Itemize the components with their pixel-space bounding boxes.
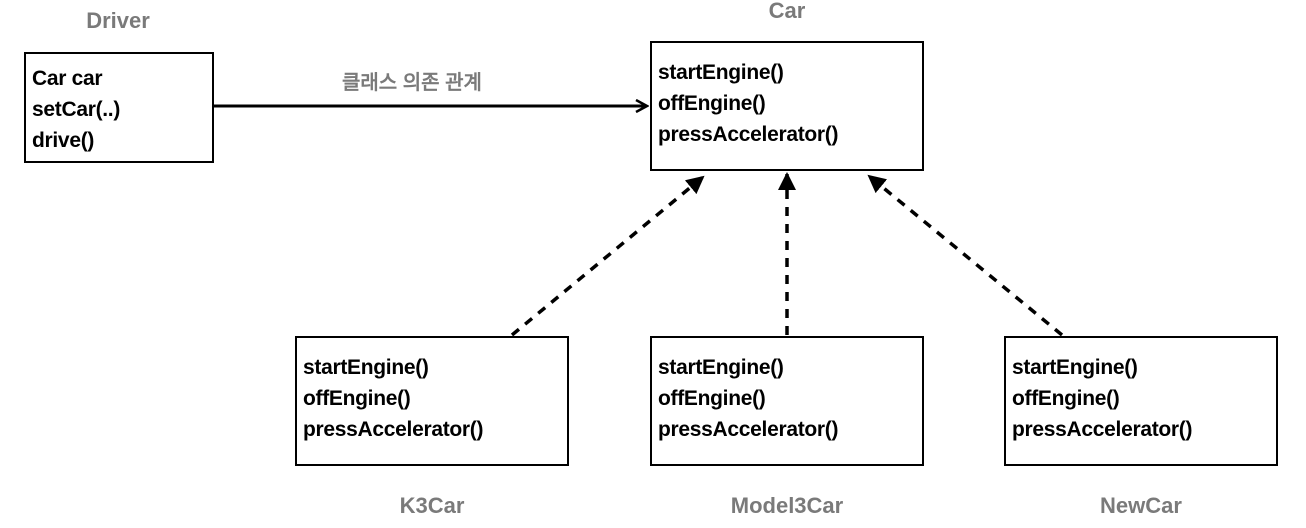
method-line: offEngine() bbox=[1012, 387, 1120, 410]
method-line: pressAccelerator() bbox=[1012, 418, 1193, 441]
car-interface-box: startEngine() offEngine() pressAccelerat… bbox=[650, 41, 924, 171]
method-line: pressAccelerator() bbox=[658, 418, 839, 441]
newcar-box: startEngine() offEngine() pressAccelerat… bbox=[1004, 336, 1278, 466]
method-line: offEngine() bbox=[658, 92, 766, 115]
driver-title: Driver bbox=[86, 8, 150, 33]
driver-line: setCar(..) bbox=[32, 98, 121, 121]
method-line: pressAccelerator() bbox=[658, 123, 839, 146]
method-line: offEngine() bbox=[303, 387, 411, 410]
model3car-title: Model3Car bbox=[730, 493, 844, 518]
method-line: startEngine() bbox=[303, 356, 429, 379]
method-line: startEngine() bbox=[1012, 356, 1138, 379]
realization-arrow-k3car bbox=[510, 175, 705, 337]
k3car-box: startEngine() offEngine() pressAccelerat… bbox=[295, 336, 569, 466]
method-line: startEngine() bbox=[658, 356, 784, 379]
newcar-title: NewCar bbox=[1100, 493, 1182, 518]
car-interface-title: Car bbox=[768, 0, 806, 23]
realization-arrow-newcar bbox=[867, 174, 1064, 337]
method-line: startEngine() bbox=[658, 61, 784, 84]
k3car-title: K3Car bbox=[399, 493, 465, 518]
driver-line: drive() bbox=[32, 129, 95, 152]
driver-line: Car car bbox=[32, 67, 103, 90]
method-line: offEngine() bbox=[658, 387, 766, 410]
relation-label: 클래스 의존 관계 bbox=[342, 72, 482, 94]
driver-box: Car car setCar(..) drive() bbox=[24, 52, 214, 163]
method-line: pressAccelerator() bbox=[303, 418, 484, 441]
model3car-box: startEngine() offEngine() pressAccelerat… bbox=[650, 336, 924, 466]
